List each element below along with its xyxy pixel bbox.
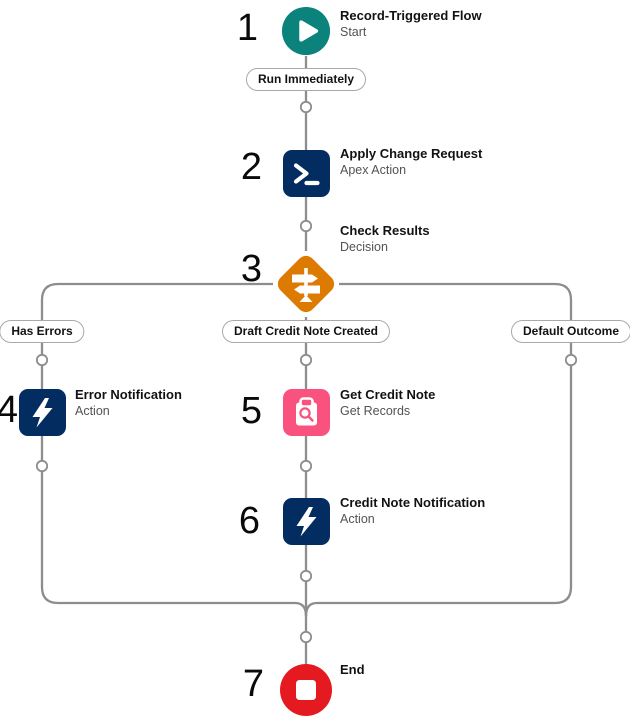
node-credit-note-notification[interactable] <box>283 498 330 545</box>
add-node-point[interactable] <box>299 630 313 644</box>
node-label-credit-note-notification: Credit Note Notification Action <box>340 495 485 527</box>
node-title: Error Notification <box>75 387 182 402</box>
node-label-decision: Check Results Decision <box>340 223 430 255</box>
lightning-icon <box>19 389 66 436</box>
step-number-6: 6 <box>238 500 260 542</box>
outcome-pill-run-immediately[interactable]: Run Immediately <box>245 68 367 91</box>
node-title: Credit Note Notification <box>340 495 486 510</box>
step-number-7: 7 <box>242 663 264 705</box>
play-icon <box>281 6 331 56</box>
step-number-3: 3 <box>240 248 262 290</box>
add-node-point[interactable] <box>299 219 313 233</box>
node-label-start: Record-Triggered Flow Start <box>340 8 482 40</box>
add-node-point[interactable] <box>564 353 578 367</box>
node-start[interactable] <box>281 6 331 56</box>
add-node-point[interactable] <box>299 353 313 367</box>
node-subtitle: Start <box>340 25 367 39</box>
step-number-1: 1 <box>236 7 258 49</box>
node-subtitle: Action <box>75 404 110 418</box>
node-get-credit-note[interactable] <box>283 389 330 436</box>
node-subtitle: Get Records <box>340 404 411 418</box>
step-number-2: 2 <box>240 146 262 188</box>
connector-branch-has-errors <box>40 282 308 617</box>
node-title: End <box>340 662 365 677</box>
node-label-get-credit-note: Get Credit Note Get Records <box>340 387 435 419</box>
step-number-4: 4 <box>0 389 18 431</box>
node-title: Get Credit Note <box>340 387 436 402</box>
node-check-results[interactable] <box>273 251 339 317</box>
clipboard-search-icon <box>283 389 330 436</box>
outcome-pill-default-outcome[interactable]: Default Outcome <box>510 320 630 343</box>
add-node-point[interactable] <box>35 353 49 367</box>
add-node-point[interactable] <box>35 459 49 473</box>
node-end[interactable] <box>280 664 332 716</box>
node-subtitle: Action <box>340 512 375 526</box>
node-title: Apply Change Request <box>340 146 483 161</box>
node-subtitle: Apex Action <box>340 163 407 177</box>
node-title: Check Results <box>340 223 430 238</box>
stop-icon <box>280 664 332 716</box>
step-number-5: 5 <box>240 390 262 432</box>
add-node-point[interactable] <box>299 569 313 583</box>
node-label-apex: Apply Change Request Apex Action <box>340 146 482 178</box>
node-label-end: End <box>340 662 365 678</box>
signpost-icon <box>277 255 335 313</box>
node-label-error-notification: Error Notification Action <box>75 387 182 419</box>
node-title: Record-Triggered Flow <box>340 8 482 23</box>
node-error-notification[interactable] <box>19 389 66 436</box>
add-node-point[interactable] <box>299 100 313 114</box>
node-subtitle: Decision <box>340 240 388 254</box>
terminal-icon <box>283 150 330 197</box>
outcome-pill-has-errors[interactable]: Has Errors <box>0 320 85 343</box>
add-node-point[interactable] <box>299 459 313 473</box>
connector-branch-default-outcome <box>304 282 573 617</box>
outcome-pill-draft-credit-note-created[interactable]: Draft Credit Note Created <box>221 320 391 343</box>
node-apply-change-request[interactable] <box>283 150 330 197</box>
lightning-icon <box>283 498 330 545</box>
